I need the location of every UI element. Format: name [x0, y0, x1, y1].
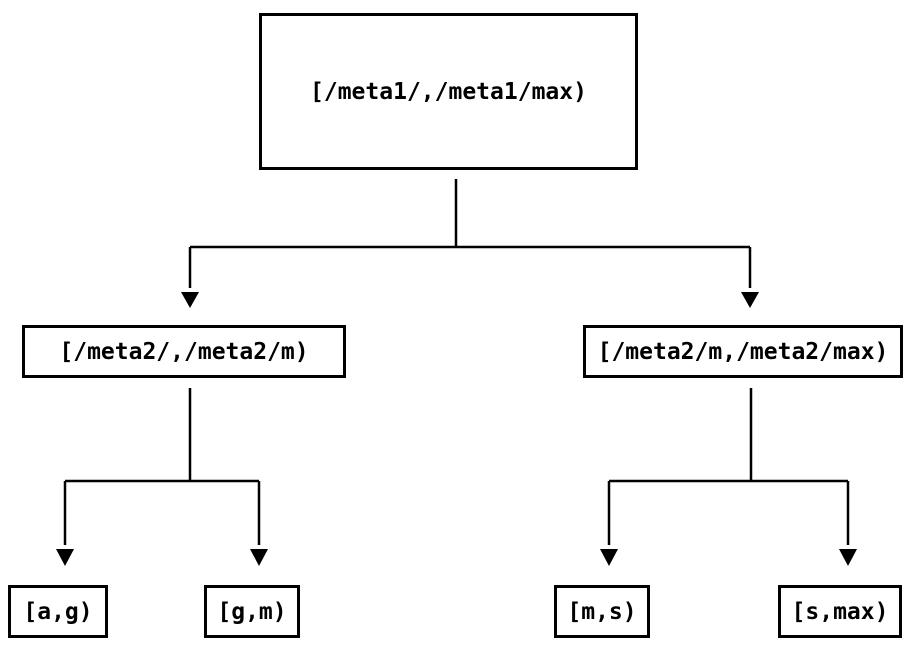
arrow-down-icon [56, 549, 74, 566]
node-label: [/meta2/,/meta2/m) [59, 338, 309, 365]
node-label: [/meta2/m,/meta2/max) [597, 338, 889, 365]
tree-leaf-ms: [m,s) [554, 585, 650, 638]
arrow-down-icon [181, 292, 199, 308]
tree-node-meta2-low: [/meta2/,/meta2/m) [22, 325, 346, 378]
tree-leaf-smax: [s,max) [778, 585, 902, 638]
node-label: [m,s) [567, 598, 637, 625]
tree-leaf-ag: [a,g) [8, 585, 108, 638]
arrow-down-icon [250, 549, 268, 566]
arrow-down-icon [839, 549, 857, 566]
arrow-down-icon [600, 549, 618, 566]
node-label: [/meta1/,/meta1/max) [310, 78, 587, 105]
arrow-down-icon [741, 292, 759, 308]
tree-node-meta2-high: [/meta2/m,/meta2/max) [583, 325, 903, 378]
node-label: [s,max) [791, 598, 889, 625]
node-label: [a,g) [23, 598, 93, 625]
node-label: [g,m) [217, 598, 287, 625]
tree-leaf-gm: [g,m) [204, 585, 300, 638]
tree-node-root: [/meta1/,/meta1/max) [259, 13, 638, 170]
